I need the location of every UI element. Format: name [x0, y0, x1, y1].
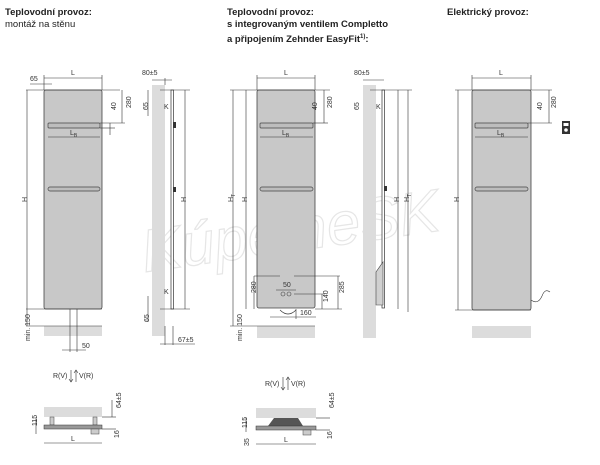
top-view-2: R(V) V(R) 115 35 64±5 16 L [242, 376, 336, 446]
dim-H-side-2: H [394, 197, 401, 202]
dim-K-2: K [376, 104, 381, 111]
dim-LB: LB [70, 130, 78, 139]
dim-min150: min. 150 [25, 314, 32, 341]
top-view-1: R(V) V(R) 115 64±5 16 L [32, 369, 123, 444]
dim-280: 280 [126, 96, 133, 108]
floor-block [44, 326, 102, 336]
section-2-suffix: : [365, 34, 369, 46]
wall [363, 85, 376, 338]
towel-bar [259, 186, 314, 192]
dim-65-side-bottom: 65 [144, 314, 151, 322]
view1-side: 80±5 H K K 65 65 67±5 [142, 70, 195, 345]
dim-160: 160 [300, 310, 312, 317]
dim-H-3: H [454, 197, 461, 202]
dim-64: 64±5 [116, 392, 123, 408]
dim-L-3: L [499, 70, 503, 77]
control-unit-icon [562, 121, 570, 134]
dim-K-bottom: K [164, 289, 169, 296]
section-2-title: Teplovodní provoz: s integrovaným ventil… [227, 7, 388, 46]
dim-65-side-2: 65 [354, 102, 361, 110]
dim-115: 115 [32, 415, 39, 426]
section-1-heading: Teplovodní provoz: [5, 7, 92, 18]
dim-65-side: 65 [143, 102, 150, 110]
dim-L-top2: L [284, 437, 288, 444]
arrow-up-icon [285, 376, 291, 390]
section-3-title: Elektrický provoz: [447, 7, 529, 19]
dim-HT-side: HT [404, 194, 413, 202]
dim-H: H [22, 197, 29, 202]
arrow-down-icon [280, 377, 286, 391]
dim-280-3: 280 [551, 96, 558, 108]
towel-bar [47, 122, 101, 129]
dim-80-2: 80±5 [354, 70, 370, 77]
dim-L-top1: L [71, 436, 75, 443]
dim-40: 40 [111, 102, 118, 110]
dim-K: K [164, 104, 169, 111]
arrow-down-icon [68, 370, 74, 383]
dim-LB-2: LB [282, 130, 290, 139]
dim-50-2: 50 [283, 282, 291, 289]
dim-40-2: 40 [312, 102, 319, 110]
dim-65: 65 [30, 76, 38, 83]
floor-block [472, 326, 531, 338]
dim-min150-2: min. 150 [237, 314, 244, 341]
label-return-flow-2: R(V) [265, 381, 279, 388]
dim-280-bottom: 280 [251, 281, 258, 293]
dim-H-2: H [242, 197, 249, 202]
valve-cover [375, 261, 384, 306]
section-3-heading: Elektrický provoz: [447, 7, 529, 18]
section-2-subtitle-2: a připojením Zehnder EasyFit [227, 34, 361, 46]
section-1-title: Teplovodní provoz: montáž na stěnu [5, 7, 92, 31]
floor-block [257, 326, 315, 338]
dim-50: 50 [82, 343, 90, 350]
dim-16-2: 16 [327, 431, 334, 439]
arrow-up-icon [73, 369, 79, 382]
dim-64-2: 64±5 [329, 392, 336, 408]
dim-140: 140 [323, 290, 330, 302]
towel-bar [259, 122, 314, 129]
section-2-heading: Teplovodní provoz: [227, 7, 314, 18]
view2-side: 80±5 H HT K 65 [354, 70, 413, 338]
dim-67: 67±5 [178, 337, 194, 344]
dim-L-2: L [284, 70, 288, 77]
wall [152, 85, 165, 336]
valve-block [268, 418, 303, 426]
dim-LB-3: LB [497, 130, 505, 139]
section-2-subtitle-1: s integrovaným ventilem Completto [227, 19, 389, 30]
dim-40-3: 40 [537, 102, 544, 110]
view1-front: L 65 H 280 40 LB min. 150 50 [22, 70, 133, 352]
dim-H-side: H [181, 197, 188, 202]
dim-L: L [71, 70, 75, 77]
footnote-mark: 1) [360, 34, 366, 40]
towel-bar [474, 186, 529, 192]
towel-bar [47, 186, 101, 192]
dim-280-2: 280 [327, 96, 334, 108]
dim-35: 35 [244, 438, 251, 446]
dim-HT: HT [228, 194, 237, 202]
label-supply-flow-2: V(R) [291, 381, 305, 388]
dim-285: 285 [339, 281, 346, 293]
view3-front: L H 280 40 LB [454, 70, 570, 338]
section-1-subtitle: montáž na stěnu [5, 19, 76, 30]
dim-16: 16 [114, 430, 121, 438]
dim-80: 80±5 [142, 70, 158, 77]
label-return-flow: R(V) [53, 373, 67, 380]
dim-115-2: 115 [242, 417, 249, 428]
towel-bar [474, 122, 529, 129]
view2-front: L HT H 280 40 LB 280 50 140 285 160 min.… [228, 70, 346, 341]
label-supply-flow: V(R) [79, 373, 93, 380]
